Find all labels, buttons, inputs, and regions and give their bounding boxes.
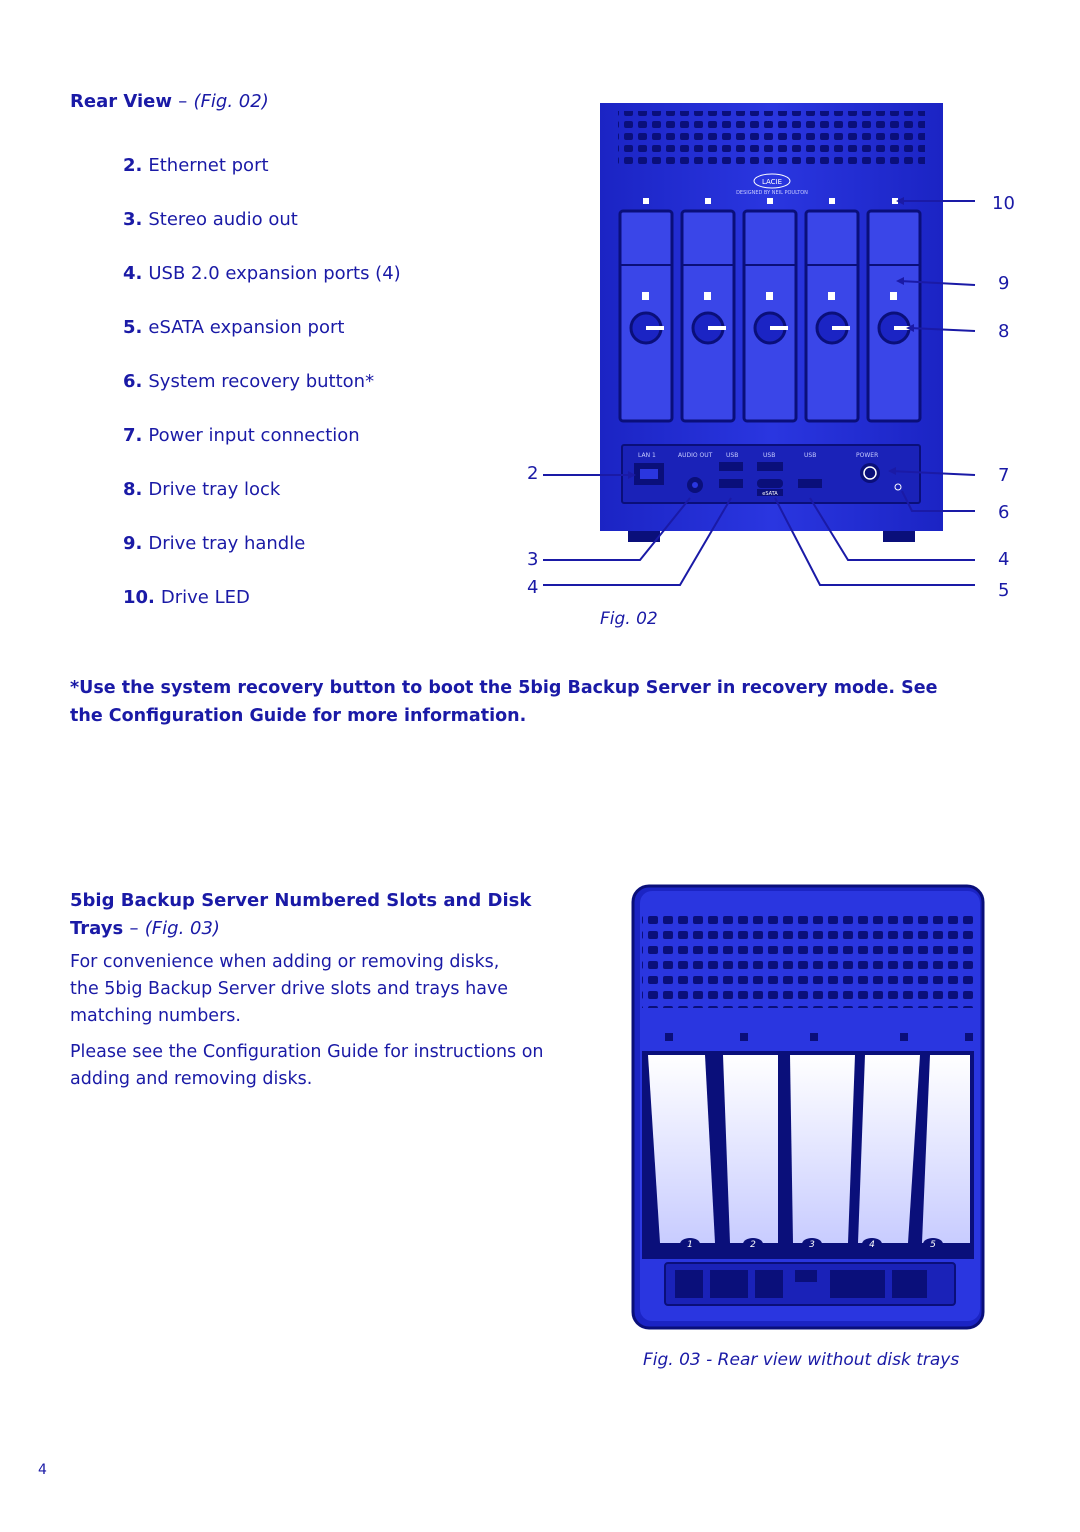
drive-tray-2 bbox=[680, 209, 736, 423]
list-item: 3.Stereo audio out bbox=[123, 209, 298, 230]
callout-number: 4 bbox=[998, 549, 1010, 570]
vent-grille bbox=[642, 913, 976, 1008]
callout-number: 6 bbox=[998, 502, 1010, 523]
page-number: 4 bbox=[38, 1462, 47, 1478]
callout-number: 4 bbox=[527, 577, 539, 598]
power-connector bbox=[860, 463, 880, 483]
list-item: 4.USB 2.0 expansion ports (4) bbox=[123, 263, 401, 284]
list-item: 8.Drive tray lock bbox=[123, 479, 281, 500]
slot-number: 3 bbox=[809, 1240, 815, 1250]
rear-view-heading: Rear View – (Fig. 02) bbox=[70, 91, 269, 112]
slots-paragraph-2: Please see the Configuration Guide for i… bbox=[70, 1042, 544, 1089]
drive-tray-3 bbox=[742, 209, 798, 423]
recovery-note: *Use the system recovery button to boot … bbox=[70, 678, 938, 726]
slot-number: 2 bbox=[750, 1240, 756, 1250]
slot-number: 4 bbox=[869, 1240, 875, 1250]
list-item: 2.Ethernet port bbox=[123, 155, 269, 176]
slot-number: 1 bbox=[687, 1240, 693, 1250]
slot-number: 5 bbox=[930, 1240, 936, 1250]
list-item: 9.Drive tray handle bbox=[123, 533, 306, 554]
slot-bays bbox=[642, 1051, 974, 1259]
esata-label: eSATA bbox=[762, 491, 778, 497]
usb-port bbox=[719, 479, 743, 488]
callout-number: 10 bbox=[992, 193, 1015, 214]
callout-number: 3 bbox=[527, 549, 539, 570]
drive-led bbox=[767, 198, 773, 204]
callout-number: 9 bbox=[998, 273, 1010, 294]
designer-text: DESIGNED BY NEIL POULTON bbox=[736, 190, 808, 196]
port-label: POWER bbox=[856, 452, 878, 459]
drive-led bbox=[705, 198, 711, 204]
lacie-logo bbox=[753, 173, 791, 189]
drive-tray-1 bbox=[618, 209, 674, 423]
list-item: 6.System recovery button* bbox=[123, 371, 375, 392]
slots-heading: 5big Backup Server Numbered Slots and Di… bbox=[70, 890, 532, 939]
list-item: 10.Drive LED bbox=[123, 587, 250, 608]
port-label: AUDIO OUT bbox=[678, 452, 713, 459]
usb-port bbox=[798, 479, 822, 488]
recovery-button bbox=[894, 483, 902, 491]
figure-02-device-illustration: LACIE DESIGNED BY NEIL POULTON bbox=[543, 103, 976, 586]
figure-03-caption: Fig. 03 - Rear view without disk trays bbox=[643, 1350, 960, 1370]
callout-number: 8 bbox=[998, 321, 1010, 342]
port-label: USB bbox=[726, 452, 738, 459]
drive-led bbox=[643, 198, 649, 204]
list-item: 7.Power input connection bbox=[123, 425, 360, 446]
drive-tray-4 bbox=[804, 209, 860, 423]
callout-number: 5 bbox=[998, 580, 1010, 601]
figure-03-device-illustration: 1 2 3 4 5 bbox=[631, 884, 985, 1330]
drive-led bbox=[892, 198, 898, 204]
vent-grille bbox=[618, 111, 925, 169]
port-label: USB bbox=[763, 452, 775, 459]
drive-tray-5 bbox=[866, 209, 922, 423]
list-item: 5.eSATA expansion port bbox=[123, 317, 345, 338]
slots-paragraph-1: For convenience when adding or removing … bbox=[70, 952, 509, 1026]
callout-number: 2 bbox=[527, 463, 539, 484]
port-label: LAN 1 bbox=[638, 452, 656, 459]
port-label: USB bbox=[804, 452, 816, 459]
slot-number-badges bbox=[680, 1238, 943, 1250]
esata-port bbox=[757, 479, 783, 488]
usb-port bbox=[719, 462, 743, 471]
callout-number: 7 bbox=[998, 465, 1010, 486]
brand-text: LACIE bbox=[762, 178, 782, 186]
usb-port bbox=[757, 462, 783, 471]
figure-02-caption: Fig. 02 bbox=[600, 609, 658, 629]
drive-led bbox=[829, 198, 835, 204]
